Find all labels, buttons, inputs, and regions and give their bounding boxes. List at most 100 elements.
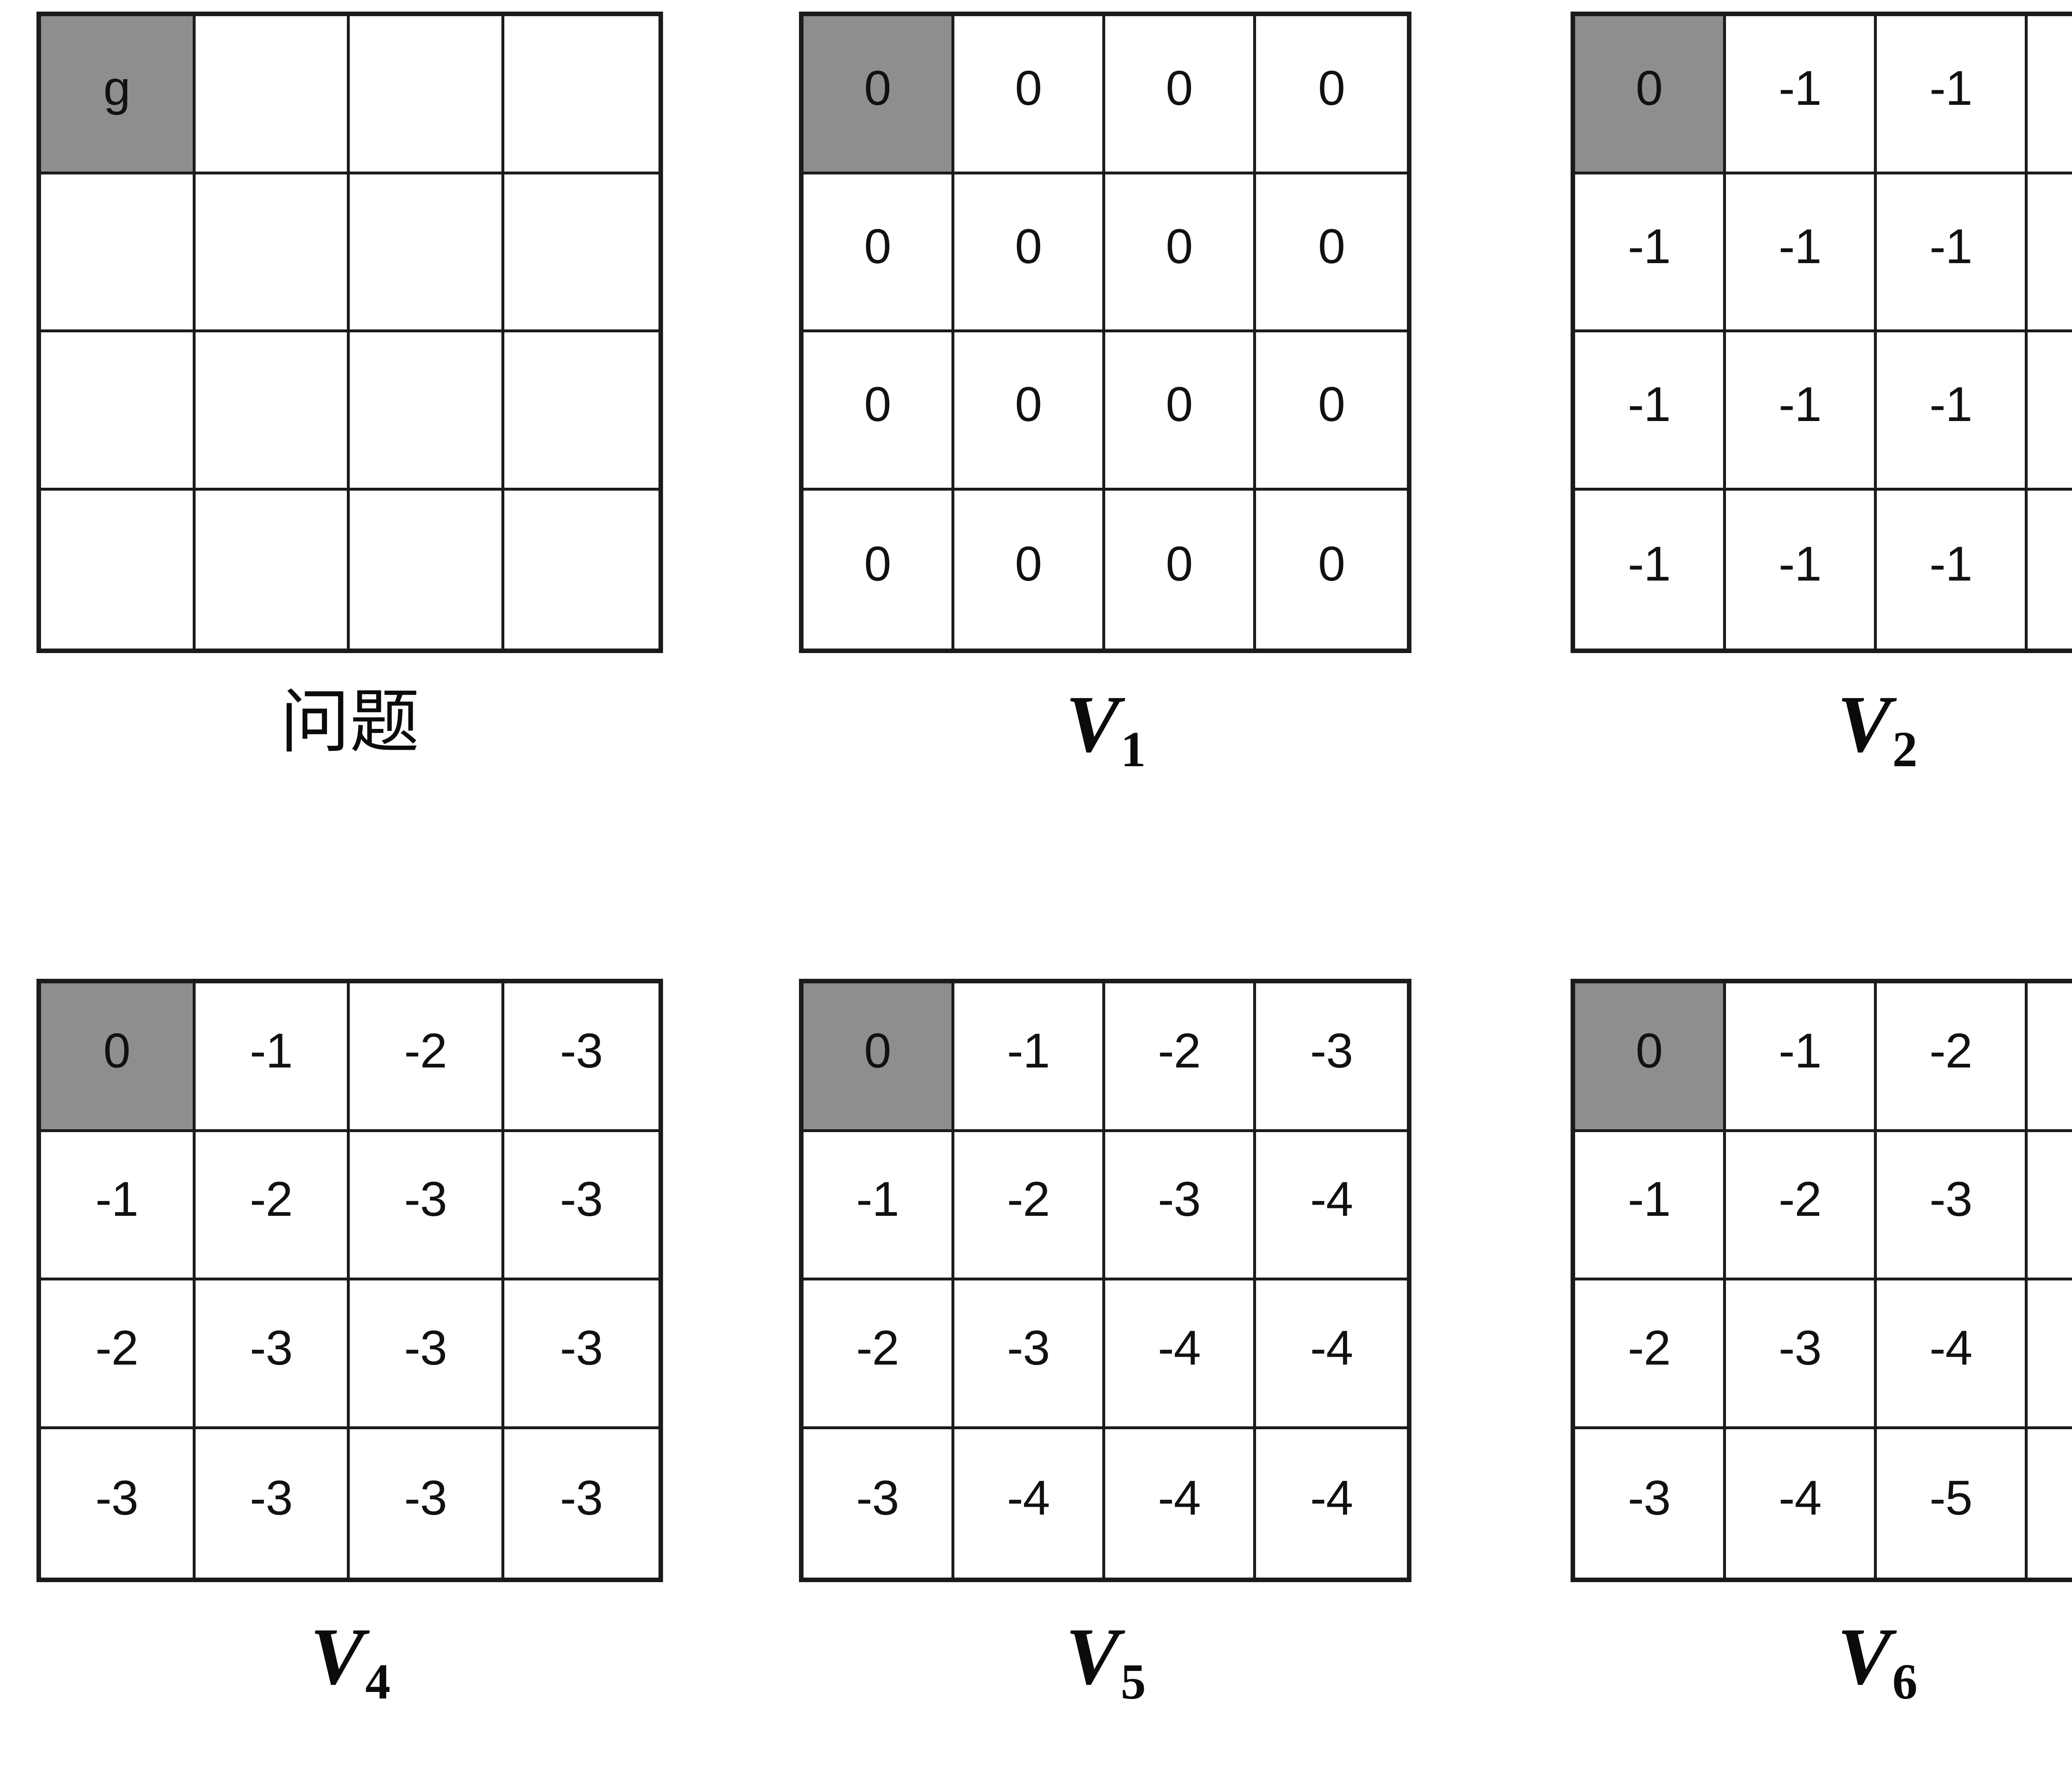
grid-cell: -3 [1256,983,1407,1132]
grid-cell: -2 [1105,983,1256,1132]
grid-cell: -1 [1726,332,1877,491]
grid-cell: 0 [1256,490,1407,649]
grid-cell: 0 [954,490,1105,649]
grid-cell [350,332,504,491]
grid-cell: -1 [2028,174,2072,332]
grid-cell [41,332,196,491]
caption-subscript: 4 [365,1654,391,1710]
grid-cell: -4 [1256,1280,1407,1429]
grid-cell: -1 [195,983,350,1132]
grid-cell: -1 [1877,490,2028,649]
grid-cell: -3 [804,1429,954,1578]
grid-cell: -3 [195,1429,350,1578]
grid-cell: -3 [504,1280,658,1429]
grid-cell-start: 0 [41,983,196,1132]
grid-cell: -3 [1575,1429,1726,1578]
grid-cell: 0 [1256,332,1407,491]
grid-cell: -4 [1256,1132,1407,1280]
grid-cell: 0 [954,174,1105,332]
grid-cell: -1 [804,1132,954,1280]
grid-cell [350,16,504,174]
grid-cell: 0 [804,490,954,649]
grid-cell: -3 [41,1429,196,1578]
grid-cell: -3 [504,1132,658,1280]
caption-symbol: V [1065,679,1120,769]
grid-cell: 0 [1105,16,1256,174]
value-grid-v5: 0-1-2-3-1-2-3-4-2-3-4-4-3-4-4-4 [799,979,1411,1582]
grid-cell: -4 [1726,1429,1877,1578]
grid-cell: -4 [1256,1429,1407,1578]
panel-caption-v1: V1 [799,684,1411,775]
caption-symbol: V [1065,1612,1120,1701]
grid-cell [195,16,350,174]
grid-cell: -5 [2028,1280,2072,1429]
grid-panel-v2: 0-1-1-1-1-1-1-1-1-1-1-1-1-1-1-1V2 [1571,12,2072,775]
grid-cell: -1 [1726,490,1877,649]
grid-cell: -1 [1726,16,1877,174]
grid-cell: -3 [1877,1132,2028,1280]
grid-cell: -1 [1575,1132,1726,1280]
grid-cell: -3 [350,1429,504,1578]
grid-cell: -3 [504,1429,658,1578]
grid-cell [195,174,350,332]
caption-subscript: 2 [1892,722,1918,778]
panel-caption-problem: 问题 [280,681,419,762]
grid-cell: -2 [1726,1132,1877,1280]
grid-cell: -4 [1105,1280,1256,1429]
grid-cell: 0 [1105,332,1256,491]
grid-cell: -1 [41,1132,196,1280]
grid-cell-start: 0 [1575,983,1726,1132]
grid-cell: 0 [1256,16,1407,174]
grid-cell [41,174,196,332]
caption-subscript: 5 [1121,1654,1146,1710]
caption-subscript: 1 [1121,722,1146,778]
grid-cell [504,332,658,491]
grid-cell: 0 [804,174,954,332]
caption-symbol: V [1837,1612,1891,1701]
grid-cell: -1 [2028,490,2072,649]
panel-caption-v4: V4 [36,1616,663,1708]
panel-caption-v2: V2 [1571,684,2072,775]
grid-cell: -4 [1105,1429,1256,1578]
grid-cell: -2 [954,1132,1105,1280]
grid-cell [504,490,658,649]
grid-cell: -3 [1105,1132,1256,1280]
grid-cell: -3 [954,1280,1105,1429]
grid-cell: -5 [2028,1429,2072,1578]
grid-cell: -2 [1575,1280,1726,1429]
grid-cell: -3 [504,983,658,1132]
grid-cell: -2 [350,983,504,1132]
grid-cell [504,174,658,332]
grid-panel-v6: 0-1-2-3-1-2-3-4-2-3-4-5-3-4-5-5V6 [1571,979,2072,1707]
caption-symbol: V [310,1612,364,1701]
value-grid-problem: g [36,12,663,653]
grid-cell [195,490,350,649]
grid-cell: 0 [1256,174,1407,332]
grid-cell: -1 [1726,983,1877,1132]
grid-cell: 0 [1105,174,1256,332]
grid-cell-start: 0 [804,16,954,174]
grid-cell: 0 [954,16,1105,174]
grid-cell: -1 [954,983,1105,1132]
grid-cell: 0 [1105,490,1256,649]
grid-cell: -1 [1877,332,2028,491]
grid-cell: -1 [1575,332,1726,491]
grid-cell: -4 [1877,1280,2028,1429]
grid-cell [195,332,350,491]
grid-cell: -1 [2028,16,2072,174]
grid-cell [350,174,504,332]
grid-cell: -3 [1726,1280,1877,1429]
grid-cell: 0 [804,332,954,491]
grid-cell-start: 0 [1575,16,1726,174]
grid-cell: -4 [954,1429,1105,1578]
grid-cell: -1 [1575,490,1726,649]
grid-cell-start: g [41,16,196,174]
value-grid-v4: 0-1-2-3-1-2-3-3-2-3-3-3-3-3-3-3 [36,979,663,1582]
grid-cell [41,490,196,649]
